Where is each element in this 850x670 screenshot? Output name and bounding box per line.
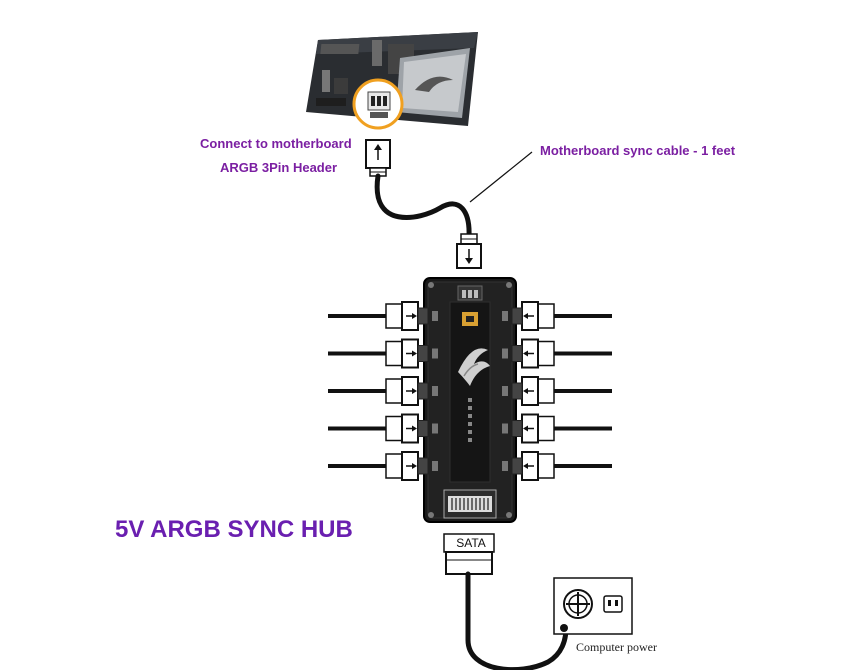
left-port-1 bbox=[328, 301, 438, 331]
sync-cable bbox=[374, 173, 472, 239]
left-port-4 bbox=[328, 413, 438, 444]
argb-hub-board bbox=[423, 277, 517, 523]
power-outlet-icon bbox=[553, 577, 633, 635]
left-port-3 bbox=[328, 376, 438, 406]
connect-label-line1: Connect to motherboard bbox=[200, 136, 352, 151]
sync-cable-label: Motherboard sync cable - 1 feet bbox=[540, 143, 736, 158]
left-port-2 bbox=[328, 338, 438, 369]
right-port-4 bbox=[502, 413, 612, 444]
right-output-ports bbox=[502, 301, 612, 481]
hub-title: 5V ARGB SYNC HUB bbox=[115, 516, 353, 543]
right-port-5 bbox=[502, 451, 612, 481]
left-output-ports bbox=[328, 301, 438, 481]
power-cable bbox=[465, 571, 569, 670]
right-port-2 bbox=[502, 338, 612, 369]
left-port-5 bbox=[328, 451, 438, 481]
computer-power-label: Computer power bbox=[576, 640, 657, 654]
argb-header-highlight bbox=[352, 78, 404, 130]
hub-input-connector bbox=[456, 233, 482, 269]
sync-cable-pointer bbox=[469, 151, 533, 203]
sata-label: SATA bbox=[456, 536, 486, 550]
right-port-3 bbox=[502, 376, 612, 406]
right-port-1 bbox=[502, 301, 612, 331]
motherboard-icon bbox=[306, 32, 478, 126]
connect-label-line2: ARGB 3Pin Header bbox=[220, 160, 338, 175]
top-3pin-connector bbox=[365, 139, 391, 177]
rog-logo-icon bbox=[458, 348, 490, 386]
